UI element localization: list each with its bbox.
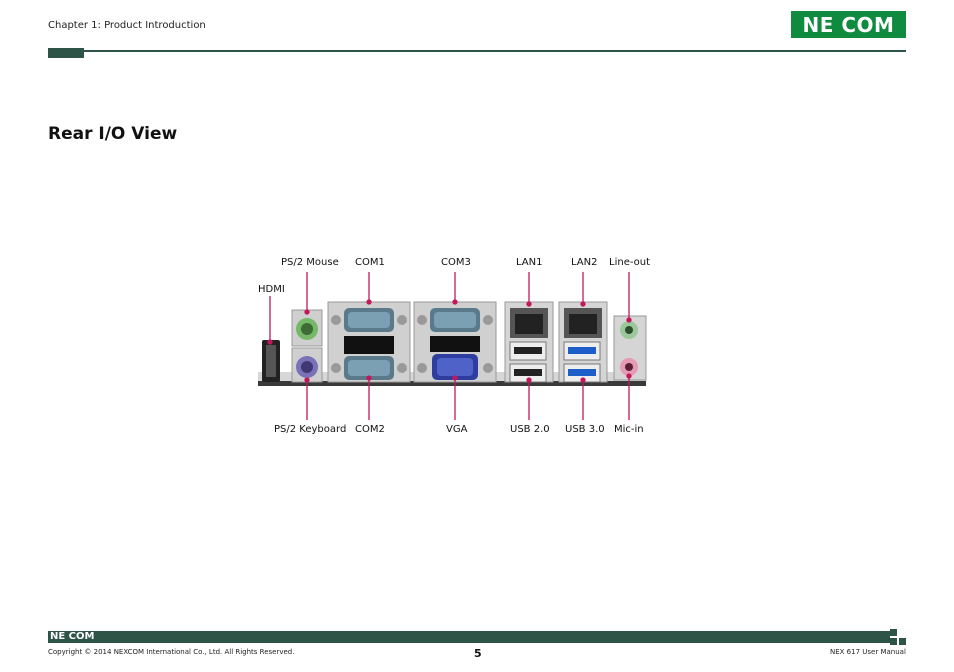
ps2-mouse-port-icon <box>291 309 323 347</box>
label-mic-in: Mic-in <box>614 424 644 435</box>
label-vga: VGA <box>446 424 468 435</box>
footer-logo: NE COM <box>50 631 95 642</box>
label-com1: COM1 <box>355 257 385 268</box>
lan1-usb20-block-icon <box>504 301 554 383</box>
footer-square-2 <box>890 638 897 645</box>
panel-base <box>258 380 646 386</box>
ps2-keyboard-port-icon <box>291 347 323 383</box>
footer-manual-name: NEX 617 User Manual <box>830 648 906 656</box>
footer-square-3 <box>899 638 906 645</box>
nexcom-logo: NE COM <box>791 11 906 38</box>
footer-square-1 <box>890 629 897 636</box>
rear-io-illustration <box>258 272 647 420</box>
chapter-title: Chapter 1: Product Introduction <box>48 20 206 31</box>
label-usb30: USB 3.0 <box>565 424 605 435</box>
label-ps2-keyboard: PS/2 Keyboard <box>274 424 347 435</box>
label-ps2-mouse: PS/2 Mouse <box>281 257 339 268</box>
label-com3: COM3 <box>441 257 471 268</box>
page-number: 5 <box>474 647 482 660</box>
label-lan1: LAN1 <box>516 257 543 268</box>
footer-copyright: Copyright © 2014 NEXCOM International Co… <box>48 648 295 656</box>
label-hdmi: HDMI <box>258 284 285 295</box>
label-usb20: USB 2.0 <box>510 424 550 435</box>
page-title: Rear I/O View <box>48 124 178 144</box>
logo-text: NE COM <box>802 12 895 37</box>
label-lan2: LAN2 <box>571 257 598 268</box>
callout-lines <box>267 272 632 420</box>
audio-jacks-icon <box>613 315 647 381</box>
lan2-usb30-block-icon <box>558 301 608 383</box>
hdmi-port-icon <box>262 340 280 382</box>
footer-bar <box>48 631 890 643</box>
header-rule <box>48 50 906 52</box>
header-tab <box>48 48 84 58</box>
com1-com2-block-icon <box>327 301 411 383</box>
com3-vga-block-icon <box>413 301 497 383</box>
label-line-out: Line-out <box>609 257 651 268</box>
label-com2: COM2 <box>355 424 385 435</box>
